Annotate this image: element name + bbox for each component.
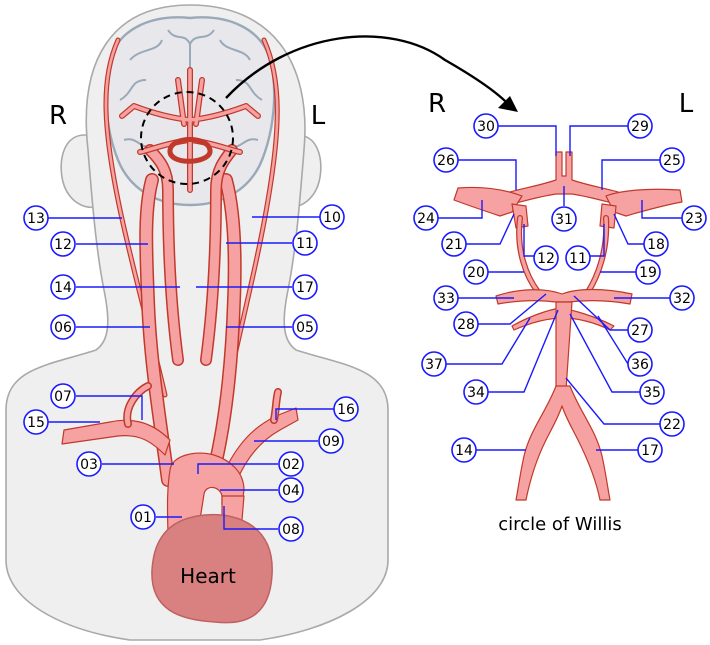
- label-number: 03: [80, 457, 98, 473]
- label-17: 17: [293, 275, 317, 299]
- label-number: 35: [643, 385, 661, 401]
- label-c26: 26: [434, 148, 458, 172]
- label-c35: 35: [640, 380, 664, 404]
- label-number: 16: [337, 402, 355, 418]
- label-c28: 28: [454, 312, 478, 336]
- label-c37: 37: [422, 352, 446, 376]
- label-number: 21: [445, 237, 463, 253]
- label-number: 22: [663, 417, 681, 433]
- label-number: 07: [54, 389, 72, 405]
- label-13: 13: [24, 206, 48, 230]
- label-number: 30: [477, 119, 495, 135]
- cow-basilar: [556, 302, 572, 390]
- label-number: 18: [647, 237, 665, 253]
- circle-left-letter: L: [679, 89, 694, 119]
- label-number: 32: [673, 291, 691, 307]
- label-12: 12: [51, 232, 75, 256]
- label-09: 09: [319, 429, 343, 453]
- label-number: 17: [296, 280, 314, 296]
- cow-vertebrals: [516, 386, 610, 500]
- label-number: 36: [631, 357, 649, 373]
- label-c21: 21: [442, 232, 466, 256]
- label-16: 16: [334, 397, 358, 421]
- label-c34: 34: [464, 380, 488, 404]
- label-number: 29: [631, 119, 649, 135]
- label-05: 05: [293, 315, 317, 339]
- cow-left-middle-cerebral: [606, 189, 682, 216]
- label-c23: 23: [682, 206, 706, 230]
- label-01: 01: [131, 505, 155, 529]
- label-number: 13: [27, 211, 45, 227]
- body-right-letter: R: [49, 101, 67, 131]
- label-c11: 11: [566, 246, 590, 270]
- label-number: 01: [134, 510, 152, 526]
- label-number: 17: [641, 443, 659, 459]
- label-c19: 19: [636, 260, 660, 284]
- label-c14: 14: [452, 438, 476, 462]
- label-number: 19: [639, 265, 657, 281]
- label-number: 25: [663, 153, 681, 169]
- label-number: 08: [282, 522, 300, 538]
- label-number: 28: [457, 317, 475, 333]
- label-03: 03: [77, 452, 101, 476]
- label-number: 14: [455, 443, 473, 459]
- label-10: 10: [320, 205, 344, 229]
- label-number: 31: [555, 212, 573, 228]
- label-number: 09: [322, 434, 340, 450]
- label-number: 27: [631, 323, 649, 339]
- label-number: 37: [425, 357, 443, 373]
- label-c25: 25: [660, 148, 684, 172]
- label-number: 10: [323, 210, 341, 226]
- label-number: 24: [417, 211, 435, 227]
- circle-of-willis-label: circle of Willis: [498, 514, 621, 535]
- label-number: 34: [467, 385, 485, 401]
- label-c12: 12: [534, 246, 558, 270]
- label-02: 02: [279, 452, 303, 476]
- label-c30: 30: [474, 114, 498, 138]
- label-number: 14: [54, 280, 72, 296]
- label-number: 20: [467, 265, 485, 281]
- label-number: 12: [54, 237, 72, 253]
- label-c24: 24: [414, 206, 438, 230]
- label-06: 06: [51, 315, 75, 339]
- label-c27: 27: [628, 318, 652, 342]
- label-07: 07: [51, 384, 75, 408]
- label-c36: 36: [628, 352, 652, 376]
- label-c32: 32: [670, 286, 694, 310]
- label-c17: 17: [638, 438, 662, 462]
- label-number: 23: [685, 211, 703, 227]
- label-c31: 31: [552, 207, 576, 231]
- label-number: 15: [27, 415, 45, 431]
- label-14: 14: [51, 275, 75, 299]
- label-number: 33: [437, 291, 455, 307]
- label-number: 11: [296, 236, 314, 252]
- label-c29: 29: [628, 114, 652, 138]
- label-number: 06: [54, 320, 72, 336]
- label-c33: 33: [434, 286, 458, 310]
- label-number: 26: [437, 153, 455, 169]
- label-number: 02: [282, 457, 300, 473]
- label-c22: 22: [660, 412, 684, 436]
- body-left-letter: L: [311, 101, 326, 131]
- label-11: 11: [293, 231, 317, 255]
- label-number: 04: [282, 483, 300, 499]
- label-number: 12: [537, 251, 555, 267]
- label-c18: 18: [644, 232, 668, 256]
- label-number: 05: [296, 320, 314, 336]
- heart-label: Heart: [180, 564, 236, 588]
- label-15: 15: [24, 410, 48, 434]
- label-08: 08: [279, 517, 303, 541]
- label-number: 11: [569, 251, 587, 267]
- label-04: 04: [279, 478, 303, 502]
- label-c20: 20: [464, 260, 488, 284]
- circle-right-letter: R: [428, 89, 446, 119]
